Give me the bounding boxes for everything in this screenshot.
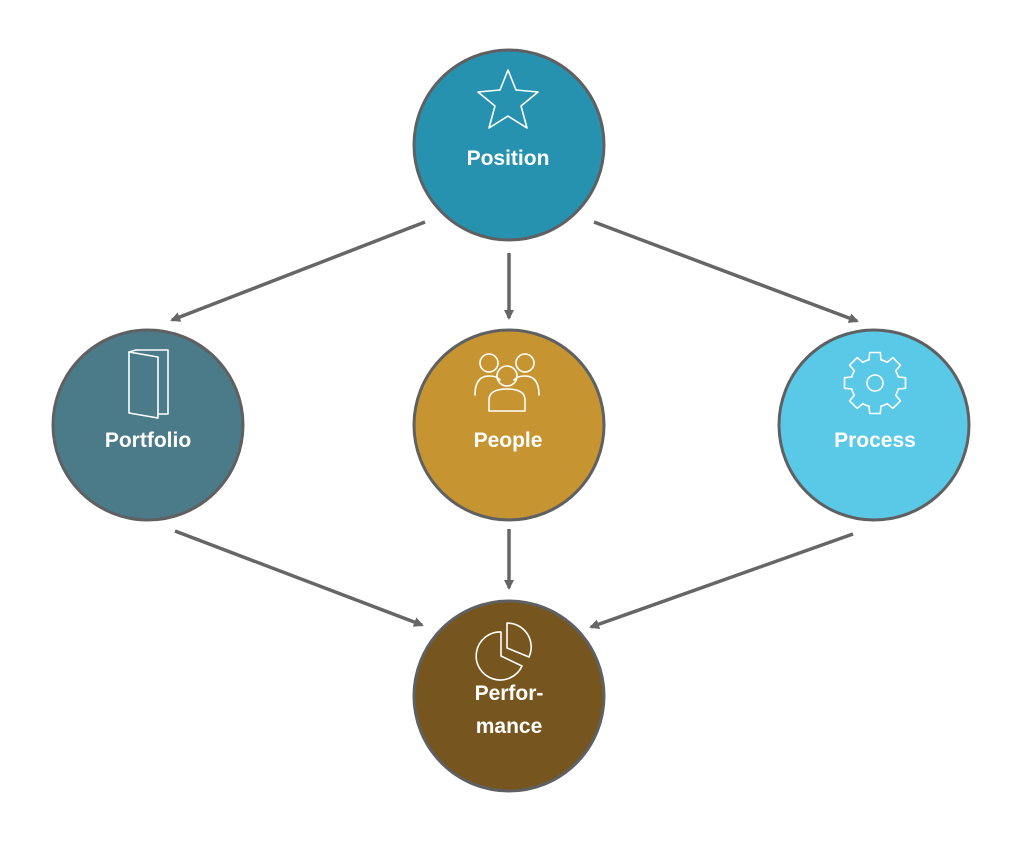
node-portfolio-label: Portfolio	[105, 429, 191, 452]
node-position-circle	[412, 48, 606, 242]
node-performance-label-line1: Perfor-	[475, 682, 544, 705]
node-position: Position	[412, 48, 606, 242]
node-people-circle	[412, 328, 606, 522]
node-process: Process	[777, 328, 971, 522]
node-people-label: People	[474, 429, 543, 452]
edges	[170, 220, 859, 630]
node-process-label: Process	[834, 429, 916, 452]
edge-portfolio-performance	[174, 529, 424, 627]
node-portfolio: Portfolio	[51, 328, 245, 522]
node-performance-circle	[412, 599, 606, 793]
node-performance-label-line2: mance	[476, 715, 543, 738]
edge-position-process	[593, 220, 859, 323]
node-process-circle	[777, 328, 971, 522]
node-portfolio-circle	[51, 328, 245, 522]
node-position-label: Position	[467, 147, 550, 170]
edge-position-portfolio	[170, 220, 426, 322]
node-people: People	[412, 328, 606, 522]
pie-chart-icon	[475, 622, 532, 681]
people-group-icon	[474, 353, 540, 412]
folder-icon	[128, 349, 169, 419]
star-icon	[477, 69, 539, 129]
edge-process-performance	[589, 532, 854, 630]
node-performance: Perfor- mance	[412, 599, 606, 793]
gear-icon	[843, 351, 907, 415]
